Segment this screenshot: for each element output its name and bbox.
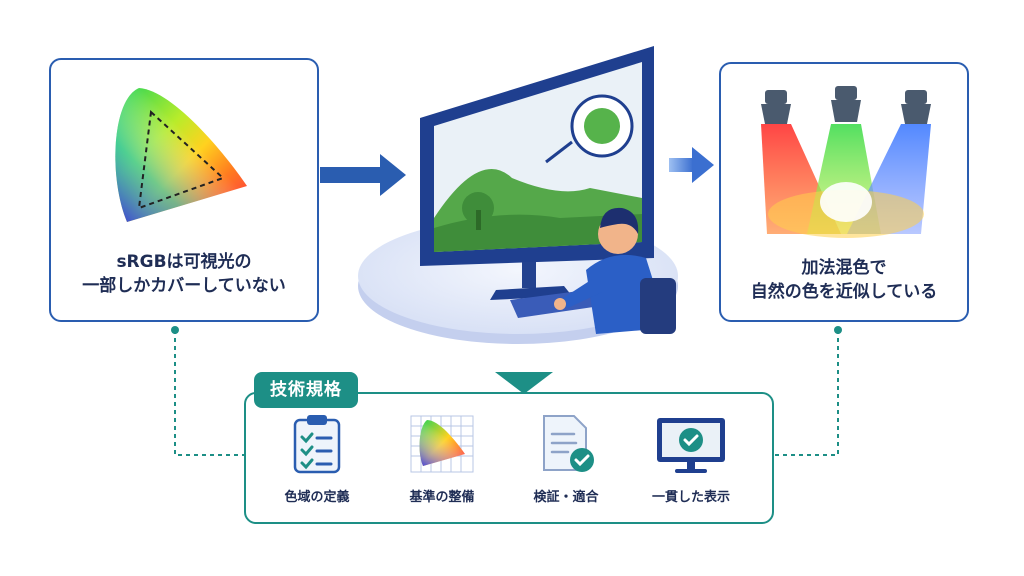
arrow-right-main	[320, 154, 406, 196]
standard-item-verification: 検証・適合	[511, 412, 621, 505]
standard-item-gamut-definition: 色域の定義	[262, 412, 372, 505]
monitor-user-illustration	[358, 46, 678, 344]
right-card-caption: 加法混色で 自然の色を近似している	[721, 256, 967, 304]
gamut-grid-icon	[410, 415, 474, 473]
dashed-connector-right	[774, 330, 839, 456]
left-caption-line-2: 一部しかカバーしていない	[82, 276, 286, 296]
document-check-icon	[543, 415, 594, 472]
standard-item-label: 一貫した表示	[651, 490, 730, 505]
rgb-spotlights-icon	[761, 86, 931, 238]
left-caption-line-1: sRGBは可視光の	[116, 252, 252, 272]
standard-item-consistent-display: 一貫した表示	[636, 412, 746, 505]
standard-item-label: 基準の整備	[409, 490, 475, 505]
right-caption-line-1: 加法混色で	[801, 258, 887, 278]
standard-item-label: 検証・適合	[533, 490, 599, 505]
additive-color-card: 加法混色で 自然の色を近似している	[719, 62, 969, 322]
monitor-check-icon	[657, 418, 725, 473]
arrow-right-secondary	[669, 147, 714, 183]
standards-title: 技術規格	[254, 372, 358, 408]
arrow-down-icon	[495, 372, 553, 394]
dashed-connector-left	[174, 330, 244, 456]
monitor	[420, 46, 654, 300]
standard-item-label: 色域の定義	[284, 490, 350, 505]
chromaticity-gamut-icon	[115, 88, 247, 222]
left-card-caption: sRGBは可視光の 一部しかカバーしていない	[51, 250, 317, 298]
right-caption-line-2: 自然の色を近似している	[750, 282, 938, 302]
srgb-gamut-card: sRGBは可視光の 一部しかカバーしていない	[49, 58, 319, 322]
checklist-icon	[293, 415, 341, 474]
person-avatar	[554, 207, 676, 334]
standard-item-reference-setup: 基準の整備	[387, 412, 497, 505]
